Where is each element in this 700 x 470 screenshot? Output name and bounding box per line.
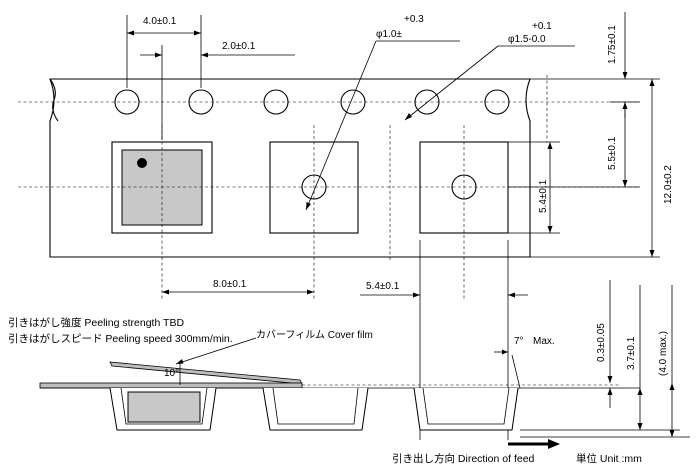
dim-peel-angle: 10° <box>164 368 179 379</box>
pin1-marker <box>137 158 147 168</box>
cover-tape <box>39 382 303 389</box>
tape-outline <box>49 78 531 258</box>
dim-cover-thickness: 0.3±0.05 <box>596 323 607 362</box>
dim-angle-draft: 7° <box>514 336 524 347</box>
dim-cavity-pitch: 8.0±0.1 <box>213 279 247 290</box>
dim-pocket-length: 5.4±0.1 <box>366 281 400 292</box>
dim-cavity-hole-dia: φ1.5-0.0 <box>508 34 546 45</box>
note-peeling-speed: 引きはがしスピード Peeling speed 300mm/min. <box>8 332 233 345</box>
note-unit: 単位 Unit :mm <box>576 452 642 465</box>
dim-angle-draft-max: Max. <box>533 336 555 347</box>
dim-pitch-sprocket: 4.0±0.1 <box>143 16 177 27</box>
side-view <box>39 361 640 431</box>
dim-cavity-hole-sup: +0.1 <box>532 21 552 32</box>
top-view <box>18 75 640 300</box>
feed-arrow-icon <box>548 439 560 449</box>
dim-hole-to-center: 5.5±0.1 <box>607 136 618 170</box>
dim-edge-to-hole: 1.75±0.1 <box>607 25 618 64</box>
dim-tape-width: 12.0±0.2 <box>663 165 674 204</box>
cover-film <box>109 361 303 385</box>
dim-pocket-size: 5.4±0.1 <box>538 179 549 213</box>
component-side <box>127 391 201 423</box>
dim-hole-dia: φ1.0± <box>376 29 402 40</box>
pocket-profile <box>413 387 519 431</box>
note-cover-film: カバーフィルム Cover film <box>256 329 373 341</box>
pocket-profile <box>262 387 369 431</box>
note-peeling-strength: 引きはがし強度 Peeling strength TBD <box>8 316 184 329</box>
dim-pocket-depth: 3.7±0.1 <box>626 336 637 370</box>
dim-hole-to-cavity: 2.0±0.1 <box>222 41 256 52</box>
note-direction-feed: 引き出し方向 Direction of feed <box>392 452 535 465</box>
dim-hole-dia-sup: +0.3 <box>404 14 424 25</box>
dim-max-height: (4.0 max.) <box>658 331 669 376</box>
